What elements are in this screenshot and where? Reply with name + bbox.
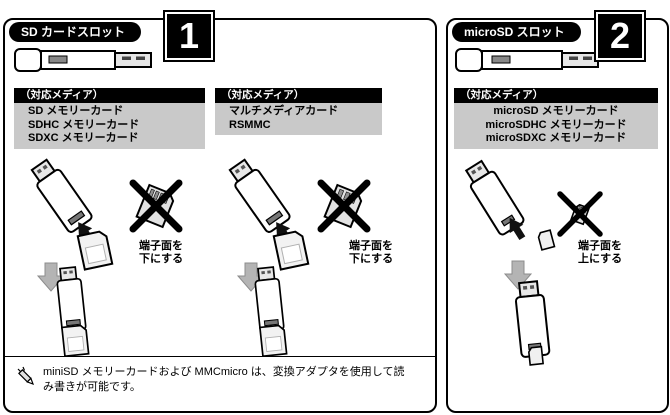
usb-stick-with-mmc-card bbox=[254, 266, 288, 356]
sd-card bbox=[76, 230, 114, 271]
insert-arrow-icon bbox=[509, 217, 526, 241]
sd-slot-title: SD カードスロット bbox=[9, 22, 142, 42]
microsd-media-box: （対応メディア） microSD メモリーカード microSDHC メモリーカ… bbox=[454, 88, 658, 149]
microsd-media-header: （対応メディア） bbox=[454, 88, 658, 103]
sd-slot-number: 1 bbox=[163, 10, 215, 62]
media-item: マルチメディアカード bbox=[229, 105, 339, 117]
microsd-slot-panel: microSD スロット 2 （対応メディア） microSD メモリーカード … bbox=[446, 10, 669, 413]
media-item: SDHC メモリーカード bbox=[28, 118, 140, 131]
media-item: SDXC メモリーカード bbox=[28, 132, 139, 144]
x-mark-icon bbox=[557, 191, 603, 237]
microsd-card bbox=[528, 345, 544, 366]
mmc-media-box: （対応メディア） マルチメディアカード RSMMC bbox=[215, 88, 382, 135]
media-item: microSDXC メモリーカード bbox=[485, 132, 627, 144]
sd-media-header: （対応メディア） bbox=[14, 88, 205, 103]
usb-stick bbox=[228, 158, 291, 233]
microsd-slot-number: 2 bbox=[594, 10, 646, 62]
microsd-insert-diagram: 端子面を 上にする bbox=[452, 144, 657, 394]
mmc-insert-illustration bbox=[228, 158, 371, 356]
sd-card bbox=[60, 324, 90, 356]
sd-insert-illustration bbox=[30, 158, 183, 356]
terminal-caption: 端子面を 下にする bbox=[349, 240, 394, 265]
media-item: microSDHC メモリーカード bbox=[485, 118, 627, 131]
microsd-slot-title-label: microSD スロット bbox=[464, 25, 565, 39]
sd-slot-title-label: SD カードスロット bbox=[21, 25, 126, 39]
microsd-slot-title: microSD スロット bbox=[452, 22, 581, 42]
media-item: RSMMC bbox=[229, 118, 271, 131]
terminal-caption: 端子面を 下にする bbox=[139, 240, 184, 265]
usb-stick bbox=[30, 158, 93, 233]
adapter-note: miniSD メモリーカードおよび MMCmicro は、変換アダプタを使用して… bbox=[5, 356, 435, 408]
microsd-card bbox=[537, 229, 556, 251]
terminal-caption: 端子面を 上にする bbox=[578, 240, 623, 265]
down-arrow-icon bbox=[503, 260, 533, 290]
x-mark-icon bbox=[129, 179, 183, 233]
usb-stick-with-microsd-card bbox=[514, 280, 551, 366]
usb-reader-horizontal-illustration bbox=[455, 48, 599, 72]
usb-reader-horizontal-illustration bbox=[14, 48, 152, 72]
mmc-insert-diagram: 端子面を 下にする bbox=[211, 144, 396, 356]
mmc-media-header: （対応メディア） bbox=[215, 88, 382, 103]
usb-stick-with-sd-card bbox=[56, 266, 90, 356]
mmc-card bbox=[258, 324, 288, 356]
microsd-insert-illustration bbox=[464, 159, 603, 366]
adapter-note-text: miniSD メモリーカードおよび MMCmicro は、変換アダプタを使用して… bbox=[43, 366, 405, 393]
mmc-card bbox=[272, 230, 310, 271]
sd-media-box: （対応メディア） SD メモリーカード SDHC メモリーカード SDXC メモ… bbox=[14, 88, 205, 149]
media-item: microSD メモリーカード bbox=[493, 105, 619, 117]
media-item: SD メモリーカード bbox=[28, 105, 124, 117]
sd-slot-panel: SD カードスロット 1 （対応メディア） SD メモリーカード SDHC メモ… bbox=[3, 10, 437, 413]
x-mark-icon bbox=[317, 179, 371, 233]
note-pencil-icon bbox=[17, 366, 35, 386]
sd-insert-diagram: 端子面を 下にする bbox=[9, 144, 211, 356]
